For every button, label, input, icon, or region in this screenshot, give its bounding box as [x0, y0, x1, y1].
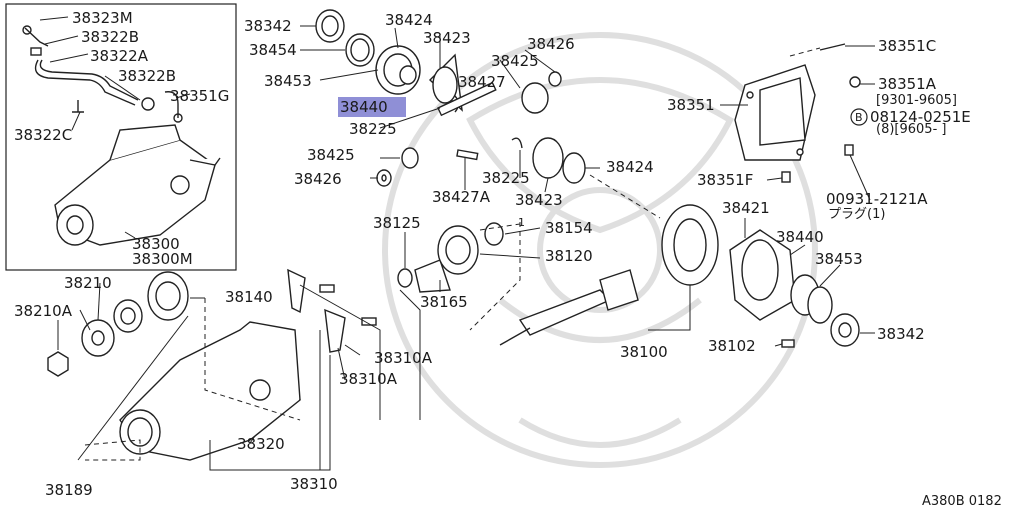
part-label-38154[interactable]: 38154 — [545, 219, 593, 237]
part-label-38351A-range: [9301-9605] — [876, 93, 958, 108]
b-circle-text: B — [855, 111, 863, 124]
part-label-38453-top[interactable]: 38453 — [264, 72, 312, 90]
part-label-08124-range: (8)[9605- ] — [876, 122, 947, 137]
part-label-38125[interactable]: 38125 — [373, 214, 421, 232]
part-label-38425-left[interactable]: 38425 — [307, 146, 355, 164]
part-label-38342-right[interactable]: 38342 — [877, 325, 925, 343]
part-label-38322B-bottom[interactable]: 38322B — [118, 67, 177, 85]
top-center-parts — [315, 9, 586, 187]
b-circle-marker — [850, 108, 868, 126]
marker-1: 1 — [518, 216, 525, 229]
part-label-38424-right[interactable]: 38424 — [606, 158, 654, 176]
part-label-38351G[interactable]: 38351G — [170, 87, 230, 105]
part-label-38225-top[interactable]: 38225 — [349, 120, 397, 138]
ring-gear-and-differential — [661, 204, 860, 348]
part-label-38300[interactable]: 38300 — [132, 235, 180, 253]
part-label-38120[interactable]: 38120 — [545, 247, 593, 265]
part-label-38320[interactable]: 38320 — [237, 435, 285, 453]
part-label-38342-top[interactable]: 38342 — [244, 17, 292, 35]
part-label-38189[interactable]: 38189 — [45, 481, 93, 499]
part-label-38454[interactable]: 38454 — [249, 41, 297, 59]
part-label-38102[interactable]: 38102 — [708, 337, 756, 355]
part-label-38100[interactable]: 38100 — [620, 343, 668, 361]
diagram-id: A380B 0182 — [922, 494, 1002, 509]
part-label-08124-0251E[interactable]: 08124-0251E — [870, 108, 971, 126]
part-label-38322A[interactable]: 38322A — [90, 47, 148, 65]
part-label-00931-2121A[interactable]: 00931-2121A — [826, 190, 928, 208]
inset-frame — [5, 3, 237, 271]
part-label-38423-bottom[interactable]: 38423 — [515, 191, 563, 209]
breather-hose — [22, 25, 183, 123]
part-label-38310A-upper[interactable]: 38310A — [374, 349, 432, 367]
part-label-38300M[interactable]: 38300M — [132, 250, 193, 268]
part-label-38323M[interactable]: 38323M — [72, 9, 133, 27]
part-label-38225-right[interactable]: 38225 — [482, 169, 530, 187]
part-label-38425-top[interactable]: 38425 — [491, 52, 539, 70]
part-label-38453-right[interactable]: 38453 — [815, 250, 863, 268]
watermark-emblem — [382, 32, 818, 468]
part-label-38322C[interactable]: 38322C — [14, 126, 73, 144]
part-label-38165[interactable]: 38165 — [420, 293, 468, 311]
part-label-00931-note: プラグ(1) — [828, 207, 886, 222]
part-label-38426-top[interactable]: 38426 — [527, 35, 575, 53]
mounting-brackets — [287, 268, 377, 353]
part-label-38351[interactable]: 38351 — [667, 96, 715, 114]
part-label-38210A[interactable]: 38210A — [14, 302, 72, 320]
inset-housing — [54, 124, 221, 246]
rear-cover — [734, 43, 861, 183]
part-label-38427[interactable]: 38427 — [458, 73, 506, 91]
part-label-38421[interactable]: 38421 — [722, 199, 770, 217]
dashed-assembly-lines — [84, 47, 821, 461]
part-label-38322B-top[interactable]: 38322B — [81, 28, 140, 46]
pinion-parts — [397, 222, 639, 346]
leader-lines — [39, 16, 875, 471]
part-label-38423-top[interactable]: 38423 — [423, 29, 471, 47]
part-label-38351C[interactable]: 38351C — [878, 37, 937, 55]
part-label-38351F[interactable]: 38351F — [697, 171, 754, 189]
part-label-38310[interactable]: 38310 — [290, 475, 338, 493]
part-label-38440-highlighted[interactable]: 38440 — [338, 97, 406, 117]
part-label-38426-left[interactable]: 38426 — [294, 170, 342, 188]
part-label-38424-top[interactable]: 38424 — [385, 11, 433, 29]
carrier-housing — [119, 321, 301, 461]
part-label-38351A[interactable]: 38351A — [878, 75, 936, 93]
part-label-38140[interactable]: 38140 — [225, 288, 273, 306]
part-label-38210[interactable]: 38210 — [64, 274, 112, 292]
part-label-38440-right[interactable]: 38440 — [776, 228, 824, 246]
part-label-38427A[interactable]: 38427A — [432, 188, 490, 206]
part-label-38310A-lower[interactable]: 38310A — [339, 370, 397, 388]
